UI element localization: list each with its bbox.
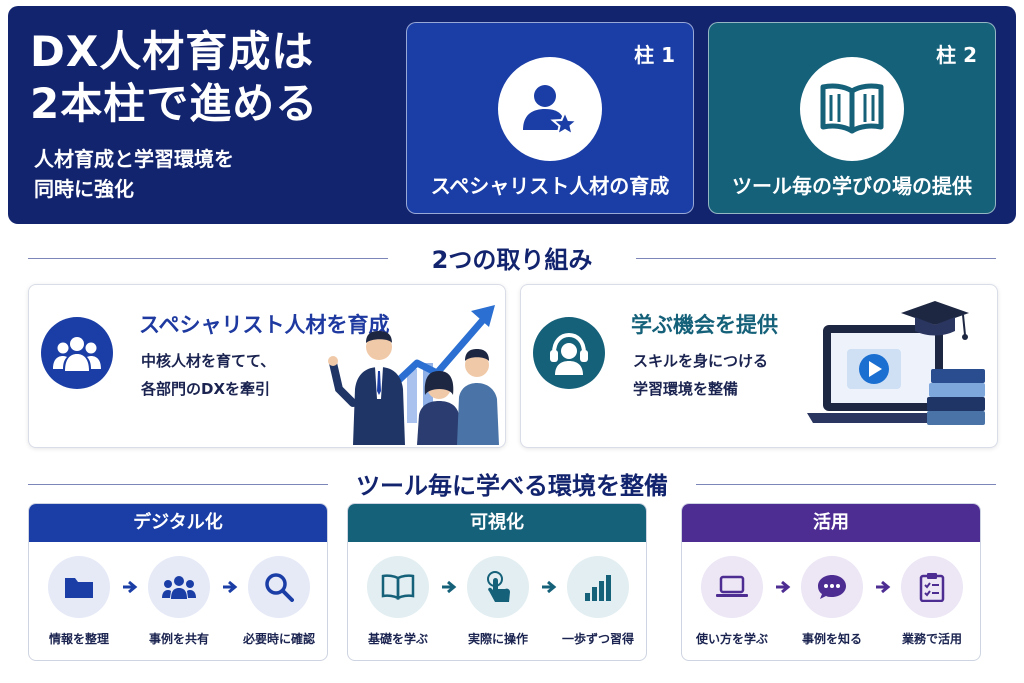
pillar-label: スペシャリスト人材の育成 — [430, 174, 670, 198]
magnifier-icon — [248, 556, 310, 618]
subtitle-line-1: 人材育成と学習環境を — [34, 147, 234, 171]
divider — [28, 483, 328, 485]
divider — [636, 257, 996, 259]
team-icon — [41, 317, 113, 389]
title-line-1: DX人材育成は — [30, 27, 315, 76]
step-item: 一歩ずつ習得 — [548, 556, 646, 647]
divider — [28, 257, 388, 259]
title-line-2: 2本柱で進める — [30, 79, 319, 128]
pillar-number: 柱 1 — [634, 43, 675, 67]
step-item: 基礎を学ぶ — [348, 556, 448, 647]
desc-line: 中核人材を育てて、 — [141, 352, 276, 370]
tool-header: 活用 — [682, 504, 980, 542]
card-title: スペシャリスト人材を育成 — [139, 313, 390, 337]
step-label: 事例を知る — [801, 632, 862, 646]
checklist-icon — [901, 556, 963, 618]
arrow-right-icon — [876, 580, 891, 594]
tap-hand-icon — [467, 556, 529, 618]
step-label: 使い方を学ぶ — [695, 632, 768, 646]
group-icon — [148, 556, 210, 618]
pillar-label: ツール毎の学びの場の提供 — [732, 174, 972, 198]
tool-column-utilization: 活用 使い方を学ぶ 事例を知る 業務で活用 — [681, 503, 981, 661]
step-item: 業務で活用 — [882, 556, 980, 647]
step-label: 基礎を学ぶ — [367, 632, 428, 646]
step-item: 使い方を学ぶ — [682, 556, 782, 647]
step-label: 一歩ずつ習得 — [561, 632, 634, 646]
headset-user-icon — [533, 317, 605, 389]
book-icon — [367, 556, 429, 618]
tool-column-digitalization: デジタル化 情報を整理 事例を共有 必要時に確認 — [28, 503, 328, 661]
section-title-text: 2つの取り組み — [431, 246, 593, 274]
step-label: 事例を共有 — [148, 632, 209, 646]
arrow-right-icon — [223, 580, 238, 594]
step-item: 事例を知る — [782, 556, 882, 647]
hero-banner: DX人材育成は 2本柱で進める 人材育成と学習環境を 同時に強化 柱 1 スペシ… — [8, 6, 1016, 224]
step-item: 事例を共有 — [129, 556, 229, 647]
step-item: 必要時に確認 — [229, 556, 327, 647]
card-description: 中核人材を育てて、 各部門のDXを牽引 — [141, 347, 275, 403]
pillar-card-2: 柱 2 ツール毎の学びの場の提供 — [708, 22, 996, 214]
desc-line: 各部門のDXを牽引 — [141, 380, 271, 398]
arrow-right-icon — [776, 580, 791, 594]
section-title-text: ツール毎に学べる環境を整備 — [356, 472, 668, 500]
step-label: 必要時に確認 — [242, 632, 315, 646]
team-growth-illustration — [328, 305, 499, 445]
desc-line: 学習環境を整備 — [633, 380, 739, 398]
tool-header: デジタル化 — [29, 504, 327, 542]
step-label: 情報を整理 — [48, 632, 109, 646]
subtitle-line-2: 同時に強化 — [34, 177, 134, 201]
card-title: 学ぶ機会を提供 — [631, 313, 778, 337]
step-item: 実際に操作 — [448, 556, 548, 647]
arrow-right-icon — [123, 580, 138, 594]
pillar-number: 柱 2 — [936, 43, 977, 67]
arrow-right-icon — [442, 580, 457, 594]
initiative-card-learning: 学ぶ機会を提供 スキルを身につける 学習環境を整備 — [520, 284, 998, 448]
tool-header: 可視化 — [348, 504, 646, 542]
arrow-right-icon — [542, 580, 557, 594]
hero-subtitle: 人材育成と学習環境を 同時に強化 — [34, 144, 234, 204]
step-item: 情報を整理 — [29, 556, 129, 647]
step-label: 実際に操作 — [467, 632, 528, 646]
divider — [696, 483, 996, 485]
pillar-card-1: 柱 1 スペシャリスト人材の育成 — [406, 22, 694, 214]
bar-chart-icon — [567, 556, 629, 618]
desc-line: スキルを身につける — [633, 352, 769, 370]
open-book-icon — [800, 57, 904, 161]
laptop-learning-illustration — [807, 301, 985, 425]
user-star-icon — [498, 57, 602, 161]
folder-icon — [48, 556, 110, 618]
section-title-tools: ツール毎に学べる環境を整備 — [0, 466, 1024, 501]
step-label: 業務で活用 — [901, 632, 962, 646]
section-title-initiatives: 2つの取り組み — [0, 240, 1024, 275]
card-description: スキルを身につける 学習環境を整備 — [633, 347, 768, 403]
laptop-icon — [701, 556, 763, 618]
page-title: DX人材育成は 2本柱で進める — [30, 26, 318, 130]
initiative-card-specialist: スペシャリスト人材を育成 中核人材を育てて、 各部門のDXを牽引 — [28, 284, 506, 448]
chat-bubble-icon — [801, 556, 863, 618]
tool-column-visualization: 可視化 基礎を学ぶ 実際に操作 一歩ずつ習得 — [347, 503, 647, 661]
